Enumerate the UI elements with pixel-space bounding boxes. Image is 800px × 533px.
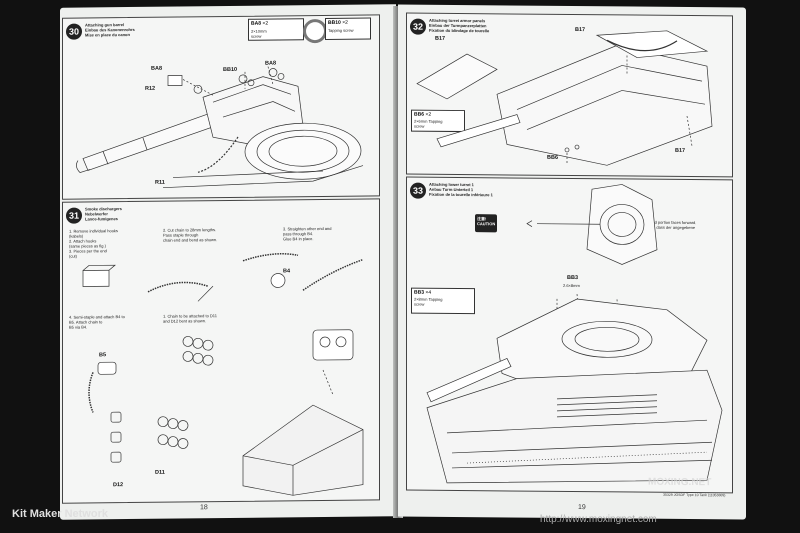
right-page-number: 19 <box>578 504 586 512</box>
lower-turret-illustration <box>426 184 723 484</box>
step-32-panel: 32 Attaching turret armor panels Einbau … <box>406 12 733 178</box>
left-page: 30 Attaching gun barrel Einbau des Kanon… <box>60 4 396 520</box>
step-30-panel: 30 Attaching gun barrel Einbau des Kanon… <box>62 14 380 200</box>
kit-maker-watermark: Kit Maker Network <box>12 508 108 520</box>
kit-maker-text: Kit Maker Network <box>12 508 108 520</box>
turret-gun-illustration <box>76 66 364 189</box>
smoke-discharger-illustration <box>82 253 364 496</box>
turret-armor-illustration <box>416 30 713 166</box>
right-page: 32 Attaching turret armor panels Einbau … <box>398 4 746 520</box>
step-31-panel: 31 Smoke dischargers Nebelwerfer Lance-f… <box>62 198 380 504</box>
left-page-number: 18 <box>200 504 208 512</box>
url-watermark: http://www.moxingnet.com <box>540 514 657 525</box>
right-page-footer: 35329 JGSDF Type 10 Tank (11053809) <box>663 492 726 498</box>
moxing-watermark: MOXING.NET <box>648 476 712 489</box>
step-33-panel: 33 Attaching lower turret 1 Anbau Turm-U… <box>406 176 733 494</box>
